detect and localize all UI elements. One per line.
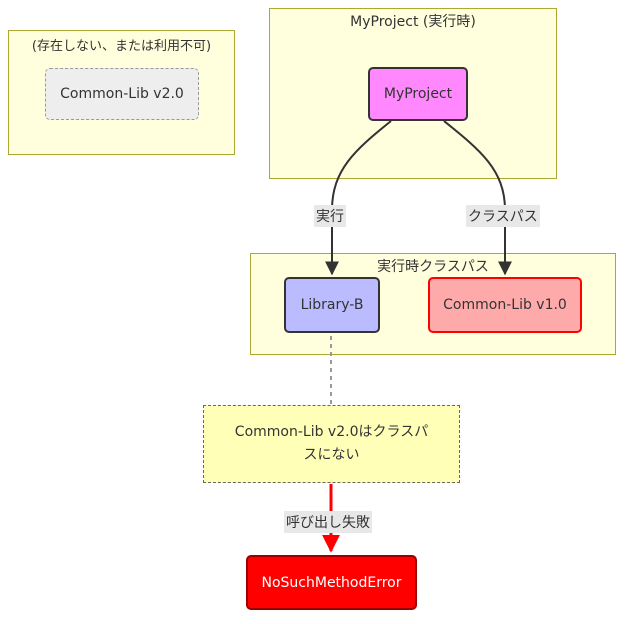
edge-label-run: 実行 [314, 205, 346, 227]
node-not-on-classpath-label: Common-Lib v2.0はクラスパスにない [234, 424, 429, 463]
cluster-myproject-runtime-title: MyProject (実行時) [350, 14, 476, 30]
node-library-b: Library-B [284, 277, 380, 333]
cluster-unavailable-title: (存在しない、または利用不可) [31, 39, 212, 54]
edge-run [325, 120, 392, 276]
node-not-on-classpath: Common-Lib v2.0はクラスパスにない [203, 405, 460, 483]
edge-classpath [443, 120, 512, 276]
node-common-lib-v1: Common-Lib v1.0 [428, 277, 582, 333]
node-common-lib-v2: Common-Lib v2.0 [45, 68, 199, 120]
edge-label-call-fail: 呼び出し失敗 [284, 511, 372, 533]
node-nosuchmethoderror: NoSuchMethodError [246, 555, 417, 610]
node-myproject: MyProject [368, 67, 468, 121]
cluster-runtime-classpath-title: 実行時クラスパス [377, 259, 489, 275]
edge-label-classpath: クラスパス [466, 205, 540, 227]
cluster-myproject-runtime: MyProject (実行時) [269, 8, 557, 179]
